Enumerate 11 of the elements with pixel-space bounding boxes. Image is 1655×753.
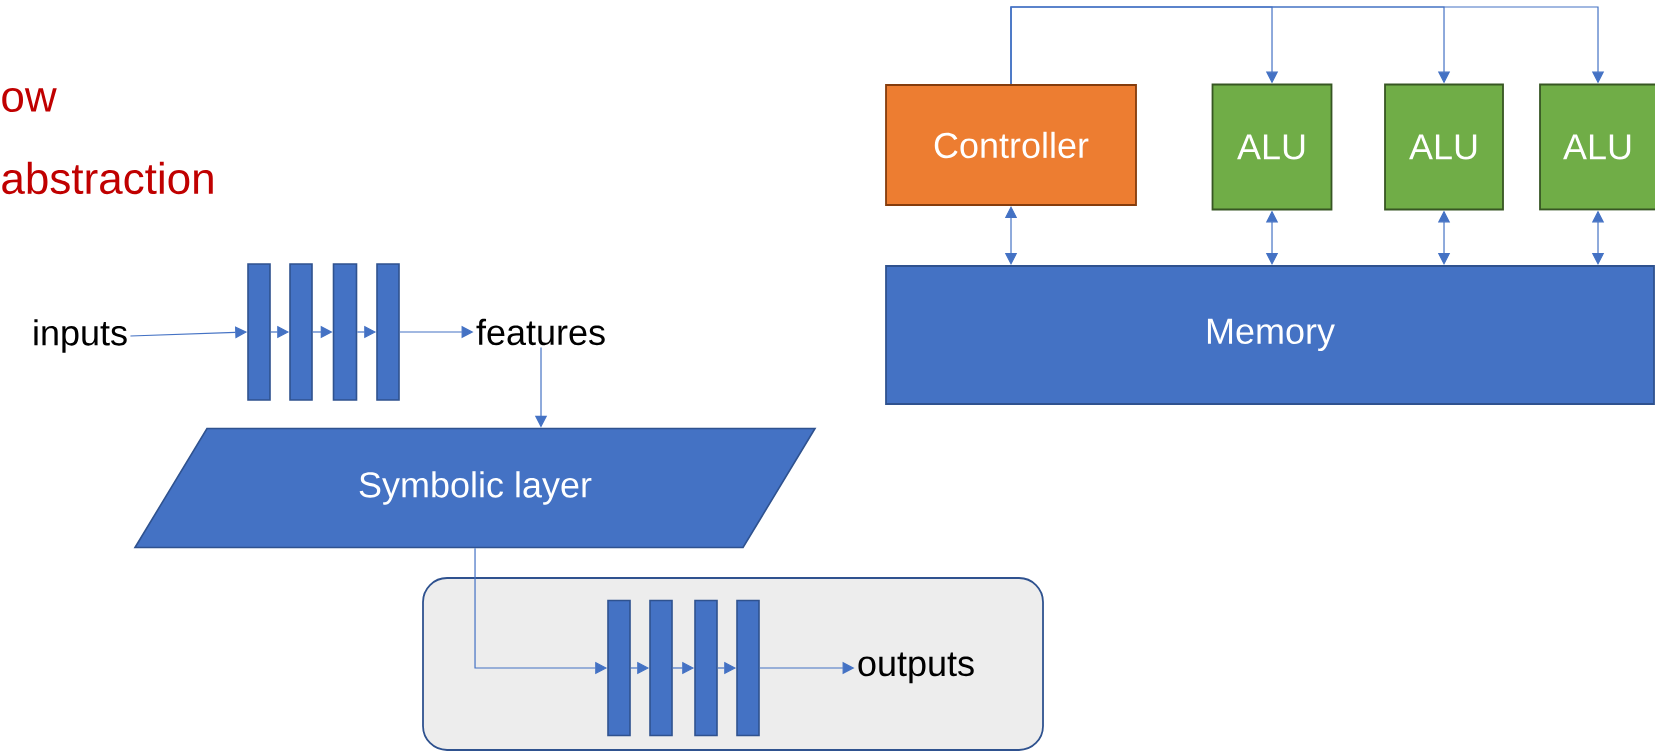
alu-box: ALU [1539,83,1655,211]
arrow [1010,6,1605,85]
alu-box: ALU [1211,83,1333,211]
node-label: features [476,318,605,346]
memory-box: Memory [885,265,1655,405]
node-label: inputs [34,319,127,353]
heading-text: ow [2,87,57,113]
controller-box: Controller [885,84,1137,206]
heading-text: abstraction [2,161,213,195]
alu-box: ALU [1384,83,1504,211]
node-label: outputs [858,652,974,684]
